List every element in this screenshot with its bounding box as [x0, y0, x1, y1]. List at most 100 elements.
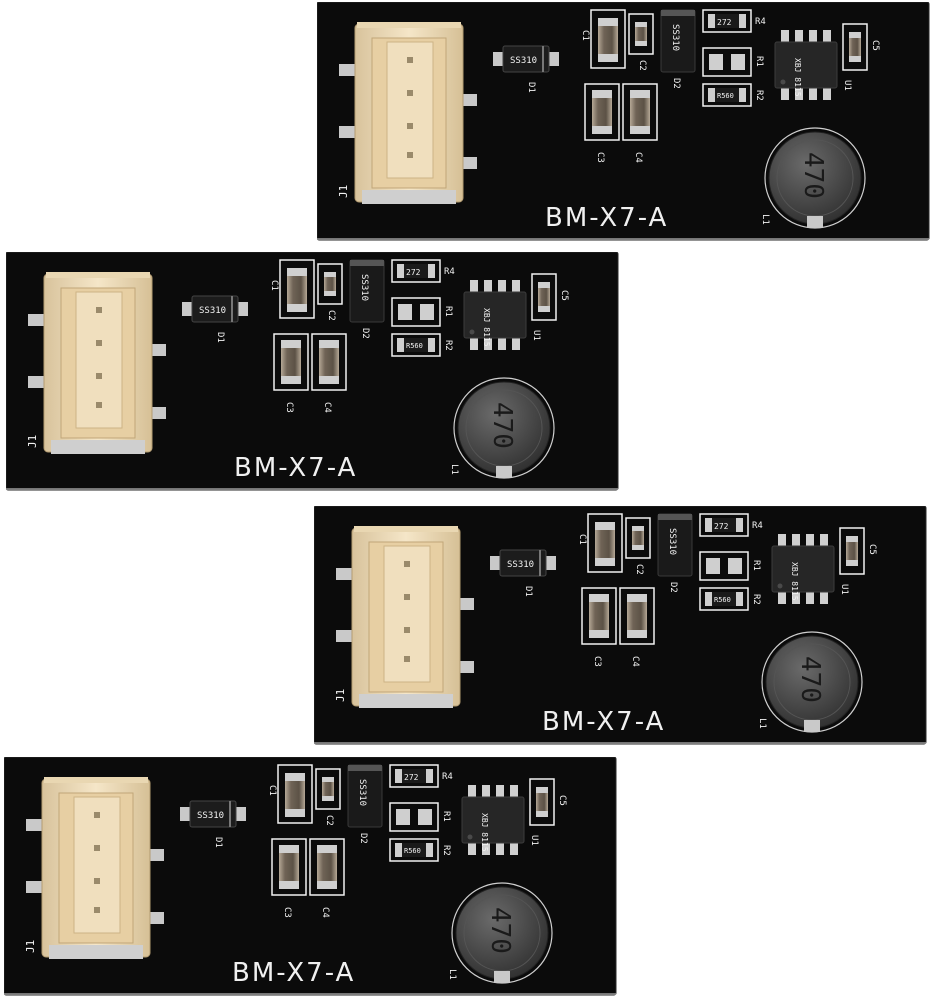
- r2-marking: R560: [714, 596, 731, 604]
- r1-resistor: [702, 47, 752, 77]
- r1-resistor: [391, 297, 441, 327]
- d1-label: D1: [526, 82, 536, 93]
- c4-label: C4: [322, 402, 332, 413]
- inductor-marking: 470: [795, 656, 825, 703]
- l1-inductor: [453, 377, 555, 479]
- r2-label: R2: [751, 594, 761, 605]
- c3-capacitor: [271, 838, 307, 896]
- c3-capacitor: [273, 333, 309, 391]
- r4-resistor: [699, 513, 749, 537]
- model-label: BM-X7-A: [545, 203, 668, 233]
- inductor-marking: 470: [487, 402, 517, 449]
- c4-label: C4: [630, 656, 640, 667]
- l1-label: L1: [449, 464, 459, 475]
- r4-resistor: [391, 259, 441, 283]
- r2-marking: R560: [717, 92, 734, 100]
- pcb-board-1: J1 SS310 D1 C1 C2 SS310 D2 C3: [317, 2, 932, 242]
- u1-marking: XBJ 8115: [480, 813, 489, 852]
- pcb-board-4: J1 SS310 D1 C1 C2 SS310 D2 C3: [4, 757, 619, 997]
- d2-marking: SS310: [357, 779, 367, 806]
- c5-label: C5: [870, 40, 880, 51]
- r1-label: R1: [751, 560, 761, 571]
- r1-label: R1: [754, 56, 764, 67]
- d1-label: D1: [523, 586, 533, 597]
- c2-label: C2: [326, 310, 336, 321]
- c1-label: C1: [267, 785, 277, 796]
- r2-resistor: [389, 838, 439, 862]
- c2-capacitor: [628, 13, 654, 55]
- r2-marking: R560: [406, 342, 423, 350]
- r2-resistor: [702, 83, 752, 107]
- u1-ic: [771, 534, 835, 604]
- r2-label: R2: [754, 90, 764, 101]
- r2-resistor: [699, 587, 749, 611]
- d2-label: D2: [358, 833, 368, 844]
- c1-label: C1: [269, 280, 279, 291]
- c5-label: C5: [559, 290, 569, 301]
- j1-label: J1: [337, 185, 350, 198]
- d1-diode: [182, 295, 248, 323]
- c3-capacitor: [584, 83, 620, 141]
- l1-label: L1: [757, 718, 767, 729]
- r4-marking: 272: [717, 18, 732, 27]
- j1-label: J1: [334, 689, 347, 702]
- u1-ic: [774, 30, 838, 100]
- c4-label: C4: [633, 152, 643, 163]
- c2-capacitor: [317, 263, 343, 305]
- d2-diode: [349, 259, 385, 323]
- c1-capacitor: [590, 9, 626, 69]
- model-label: BM-X7-A: [232, 958, 355, 988]
- j1-connector: [339, 22, 477, 204]
- r2-marking: R560: [404, 847, 421, 855]
- pcb-board-2: J1 SS310 D1 C1 C2 SS310 D2 C3: [6, 252, 621, 492]
- d2-label: D2: [668, 582, 678, 593]
- r4-marking: 272: [404, 773, 419, 782]
- d1-marking: SS310: [199, 306, 226, 316]
- c5-label: C5: [557, 795, 567, 806]
- c3-label: C3: [282, 907, 292, 918]
- c5-capacitor: [529, 778, 555, 826]
- r2-resistor: [391, 333, 441, 357]
- c2-capacitor: [625, 517, 651, 559]
- d1-marking: SS310: [197, 811, 224, 821]
- c3-label: C3: [592, 656, 602, 667]
- r4-label: R4: [752, 521, 763, 531]
- u1-label: U1: [839, 584, 849, 595]
- c4-capacitor: [309, 838, 345, 896]
- c3-capacitor: [581, 587, 617, 645]
- j1-connector: [26, 777, 164, 959]
- l1-label: L1: [760, 214, 770, 225]
- r2-label: R2: [443, 340, 453, 351]
- j1-label: J1: [24, 940, 37, 953]
- d2-diode: [657, 513, 693, 577]
- c1-capacitor: [279, 259, 315, 319]
- d2-marking: SS310: [667, 528, 677, 555]
- d1-marking: SS310: [510, 56, 537, 66]
- c4-capacitor: [311, 333, 347, 391]
- c2-label: C2: [324, 815, 334, 826]
- c3-label: C3: [595, 152, 605, 163]
- r1-resistor: [389, 802, 439, 832]
- d2-label: D2: [360, 328, 370, 339]
- r4-label: R4: [442, 772, 453, 782]
- c1-capacitor: [587, 513, 623, 573]
- j1-label: J1: [26, 435, 39, 448]
- r4-resistor: [389, 764, 439, 788]
- d1-marking: SS310: [507, 560, 534, 570]
- l1-inductor: [451, 882, 553, 984]
- u1-ic: [461, 785, 525, 855]
- pcb-board-3: J1 SS310 D1 C1 C2 SS310 D2 C3: [314, 506, 929, 746]
- c4-capacitor: [619, 587, 655, 645]
- l1-label: L1: [447, 969, 457, 980]
- c5-capacitor: [531, 273, 557, 321]
- c5-label: C5: [867, 544, 877, 555]
- d1-diode: [490, 549, 556, 577]
- u1-ic: [463, 280, 527, 350]
- c5-capacitor: [842, 23, 868, 71]
- c2-capacitor: [315, 768, 341, 810]
- l1-inductor: [761, 631, 863, 733]
- u1-label: U1: [529, 835, 539, 846]
- r1-label: R1: [443, 306, 453, 317]
- r1-label: R1: [441, 811, 451, 822]
- j1-connector: [336, 526, 474, 708]
